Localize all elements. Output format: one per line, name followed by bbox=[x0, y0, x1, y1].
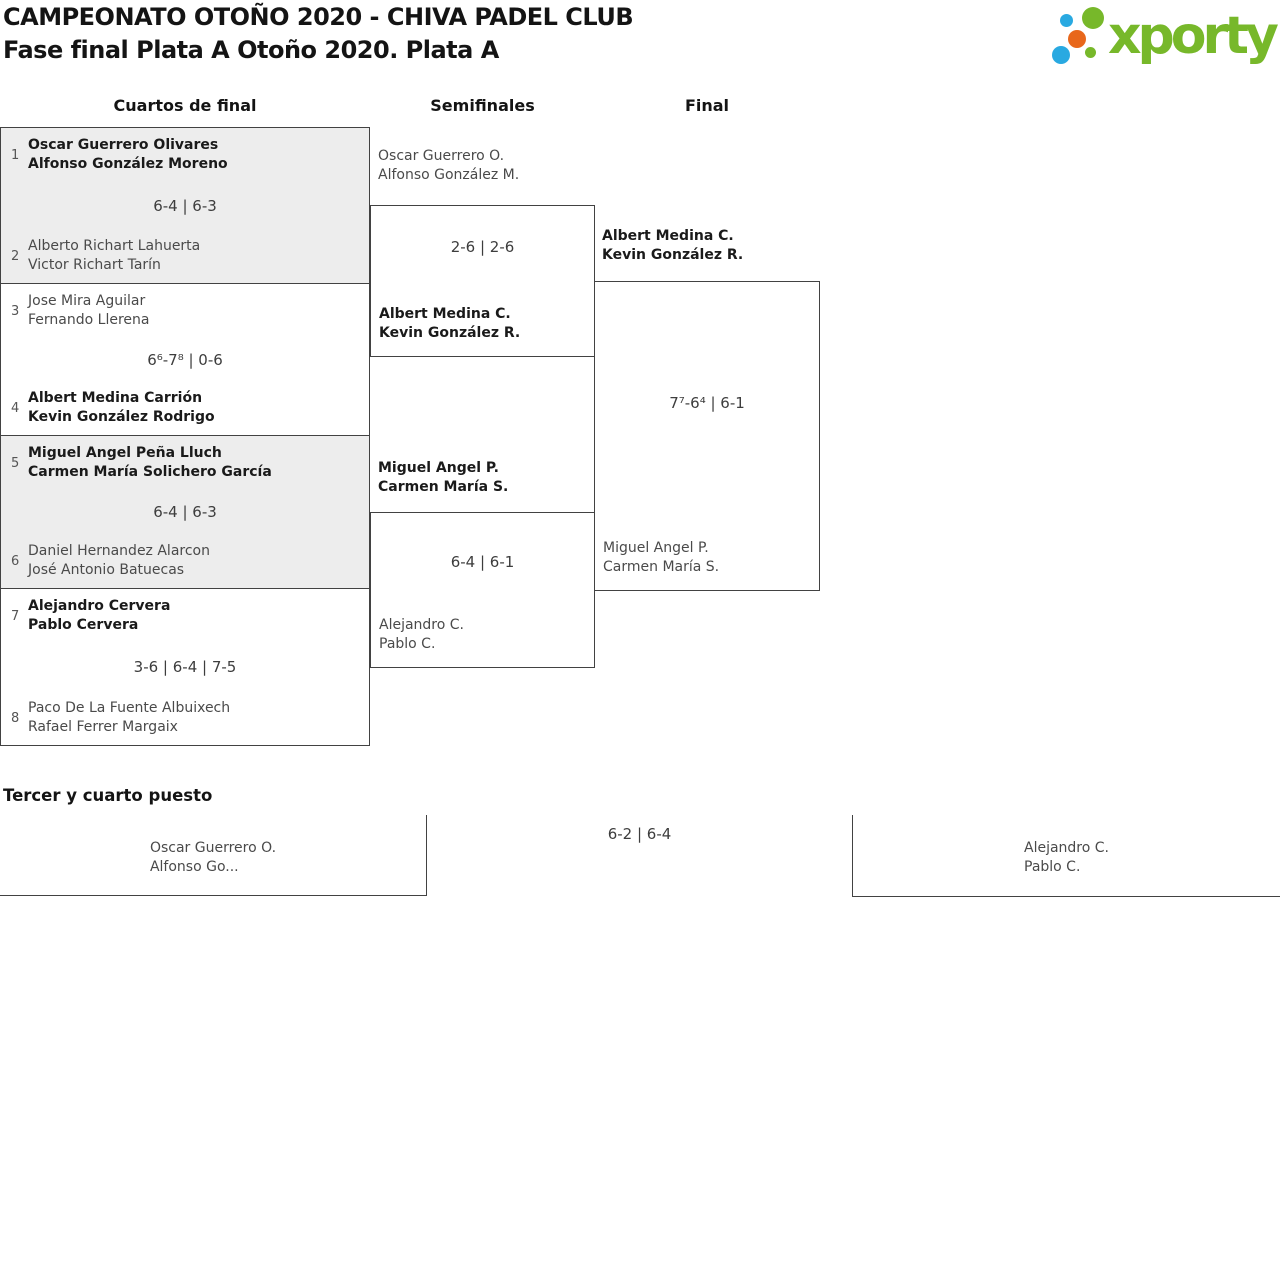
semifinal-1-top-team: Oscar Guerrero O. Alfonso González M. bbox=[378, 147, 519, 185]
round-header-semifinals: Semifinales bbox=[430, 96, 535, 115]
player-name: Oscar Guerrero Olivares bbox=[28, 137, 219, 153]
player-name: Kevin González R. bbox=[379, 325, 521, 341]
third-place-score: 6-2 | 6-4 bbox=[607, 825, 672, 843]
player-name: Kevin González R. bbox=[602, 247, 744, 263]
seed-number: 8 bbox=[11, 710, 20, 726]
logo-wordmark: xporty bbox=[1108, 6, 1279, 66]
quarterfinal-match-1: 1 Oscar Guerrero Olivares Alfonso Gonzál… bbox=[0, 127, 370, 284]
seed-number: 3 bbox=[11, 303, 20, 319]
player-name: Oscar Guerrero O. bbox=[378, 148, 505, 164]
player-name: Carmen María Solichero García bbox=[28, 464, 272, 480]
team-slot: 1 Oscar Guerrero Olivares Alfonso Gonzál… bbox=[11, 136, 359, 174]
team-names: Jose Mira Aguilar Fernando Llerena bbox=[28, 292, 149, 330]
player-name: Oscar Guerrero O. bbox=[149, 840, 277, 856]
semifinal-1-bottom-team: Albert Medina C. Kevin González R. bbox=[379, 305, 520, 343]
team-names: Oscar Guerrero Olivares Alfonso González… bbox=[28, 136, 228, 174]
match-score: 3-6 | 6-4 | 7-5 bbox=[133, 658, 237, 676]
player-name: Fernando Llerena bbox=[28, 312, 150, 328]
match-score: 6⁶-7⁸ | 0-6 bbox=[147, 350, 223, 369]
logo-dot-green-small-icon bbox=[1085, 47, 1096, 58]
player-name: Alejandro Cervera bbox=[28, 598, 171, 614]
final-match: 7⁷-6⁴ | 6-1 Miguel Angel P. Carmen María… bbox=[594, 281, 820, 591]
player-name: Alfonso González M. bbox=[378, 167, 520, 183]
match-score: 6-4 | 6-3 bbox=[153, 196, 217, 215]
logo-dot-orange-icon bbox=[1068, 30, 1086, 48]
third-place-left-team-box: Oscar Guerrero O. Alfonso Go... bbox=[0, 815, 427, 896]
semifinal-match-2: 6-4 | 6-1 Alejandro C. Pablo C. bbox=[370, 512, 595, 668]
player-name: José Antonio Batuecas bbox=[28, 562, 185, 578]
logo-dot-blue-small-icon bbox=[1060, 14, 1073, 27]
team-slot: 7 Alejandro Cervera Pablo Cervera bbox=[11, 597, 359, 635]
player-name: Pablo C. bbox=[379, 636, 436, 652]
team-names: Daniel Hernandez Alarcon José Antonio Ba… bbox=[28, 542, 210, 580]
round-header-quarterfinals: Cuartos de final bbox=[113, 96, 257, 115]
player-name: Alfonso González Moreno bbox=[28, 156, 228, 172]
round-header-final: Final bbox=[684, 96, 730, 115]
player-name: Pablo Cervera bbox=[28, 617, 139, 633]
player-name: Albert Medina Carrión bbox=[28, 390, 203, 406]
team-names: Albert Medina Carrión Kevin González Rod… bbox=[28, 389, 215, 427]
player-name: Alfonso Go... bbox=[149, 859, 239, 875]
team-slot: 3 Jose Mira Aguilar Fernando Llerena bbox=[11, 292, 359, 330]
third-place-right-team-box: Alejandro C. Pablo C. bbox=[852, 815, 1280, 897]
player-name: Victor Richart Tarín bbox=[28, 257, 161, 273]
team-names: Alejandro C. Pablo C. bbox=[1024, 839, 1109, 896]
player-name: Alberto Richart Lahuerta bbox=[28, 238, 201, 254]
player-name: Carmen María S. bbox=[378, 479, 509, 495]
team-names: Miguel Angel Peña Lluch Carmen María Sol… bbox=[28, 444, 272, 482]
team-slot: 8 Paco De La Fuente Albuixech Rafael Fer… bbox=[11, 699, 359, 737]
team-slot: 4 Albert Medina Carrión Kevin González R… bbox=[11, 389, 359, 427]
final-bottom-team: Miguel Angel P. Carmen María S. bbox=[603, 539, 719, 577]
quarterfinal-match-3: 5 Miguel Angel Peña Lluch Carmen María S… bbox=[0, 435, 370, 589]
logo-dot-green-large-icon bbox=[1082, 7, 1104, 29]
page-title: CAMPEONATO OTOÑO 2020 - CHIVA PADEL CLUB bbox=[3, 3, 634, 31]
third-place-heading: Tercer y cuarto puesto bbox=[3, 786, 213, 805]
team-names: Oscar Guerrero O. Alfonso Go... bbox=[150, 839, 276, 895]
team-slot: 2 Alberto Richart Lahuerta Victor Richar… bbox=[11, 237, 359, 275]
final-top-team: Albert Medina C. Kevin González R. bbox=[602, 227, 743, 265]
team-names: Alejandro Cervera Pablo Cervera bbox=[28, 597, 170, 635]
logo-dot-blue-large-icon bbox=[1052, 46, 1070, 64]
player-name: Albert Medina C. bbox=[379, 306, 511, 322]
seed-number: 7 bbox=[11, 608, 20, 624]
quarterfinal-match-4: 7 Alejandro Cervera Pablo Cervera 3-6 | … bbox=[0, 588, 370, 746]
player-name: Pablo C. bbox=[1024, 859, 1081, 875]
match-score: 6-4 | 6-1 bbox=[450, 553, 515, 571]
match-score: 6-4 | 6-3 bbox=[153, 503, 217, 521]
semifinal-2-bottom-team: Alejandro C. Pablo C. bbox=[379, 616, 464, 654]
page-subtitle: Fase final Plata A Otoño 2020. Plata A bbox=[3, 36, 499, 64]
seed-number: 2 bbox=[11, 248, 20, 264]
seed-number: 1 bbox=[11, 147, 20, 163]
semifinal-2-top-team: Miguel Angel P. Carmen María S. bbox=[378, 459, 508, 497]
semifinal-match-1: 2-6 | 2-6 Albert Medina C. Kevin Gonzále… bbox=[370, 205, 595, 357]
team-slot: 6 Daniel Hernandez Alarcon José Antonio … bbox=[11, 542, 359, 580]
player-name: Alejandro C. bbox=[1024, 840, 1109, 856]
player-name: Alejandro C. bbox=[379, 617, 464, 633]
team-names: Alberto Richart Lahuerta Victor Richart … bbox=[28, 237, 200, 275]
player-name: Paco De La Fuente Albuixech bbox=[28, 700, 231, 716]
player-name: Miguel Angel Peña Lluch bbox=[28, 445, 222, 461]
player-name: Miguel Angel P. bbox=[603, 540, 709, 556]
team-slot: 5 Miguel Angel Peña Lluch Carmen María S… bbox=[11, 444, 359, 482]
player-name: Miguel Angel P. bbox=[378, 460, 499, 476]
match-score: 7⁷-6⁴ | 6-1 bbox=[669, 394, 745, 412]
seed-number: 4 bbox=[11, 400, 20, 416]
player-name: Daniel Hernandez Alarcon bbox=[28, 543, 210, 559]
player-name: Albert Medina C. bbox=[602, 228, 734, 244]
seed-number: 5 bbox=[11, 455, 20, 471]
match-score: 2-6 | 2-6 bbox=[450, 238, 515, 256]
player-name: Carmen María S. bbox=[603, 559, 720, 575]
player-name: Jose Mira Aguilar bbox=[28, 293, 146, 309]
team-names: Paco De La Fuente Albuixech Rafael Ferre… bbox=[28, 699, 230, 737]
player-name: Kevin González Rodrigo bbox=[28, 409, 215, 425]
seed-number: 6 bbox=[11, 553, 20, 569]
player-name: Rafael Ferrer Margaix bbox=[28, 719, 178, 735]
quarterfinal-match-2: 3 Jose Mira Aguilar Fernando Llerena 6⁶-… bbox=[0, 283, 370, 436]
